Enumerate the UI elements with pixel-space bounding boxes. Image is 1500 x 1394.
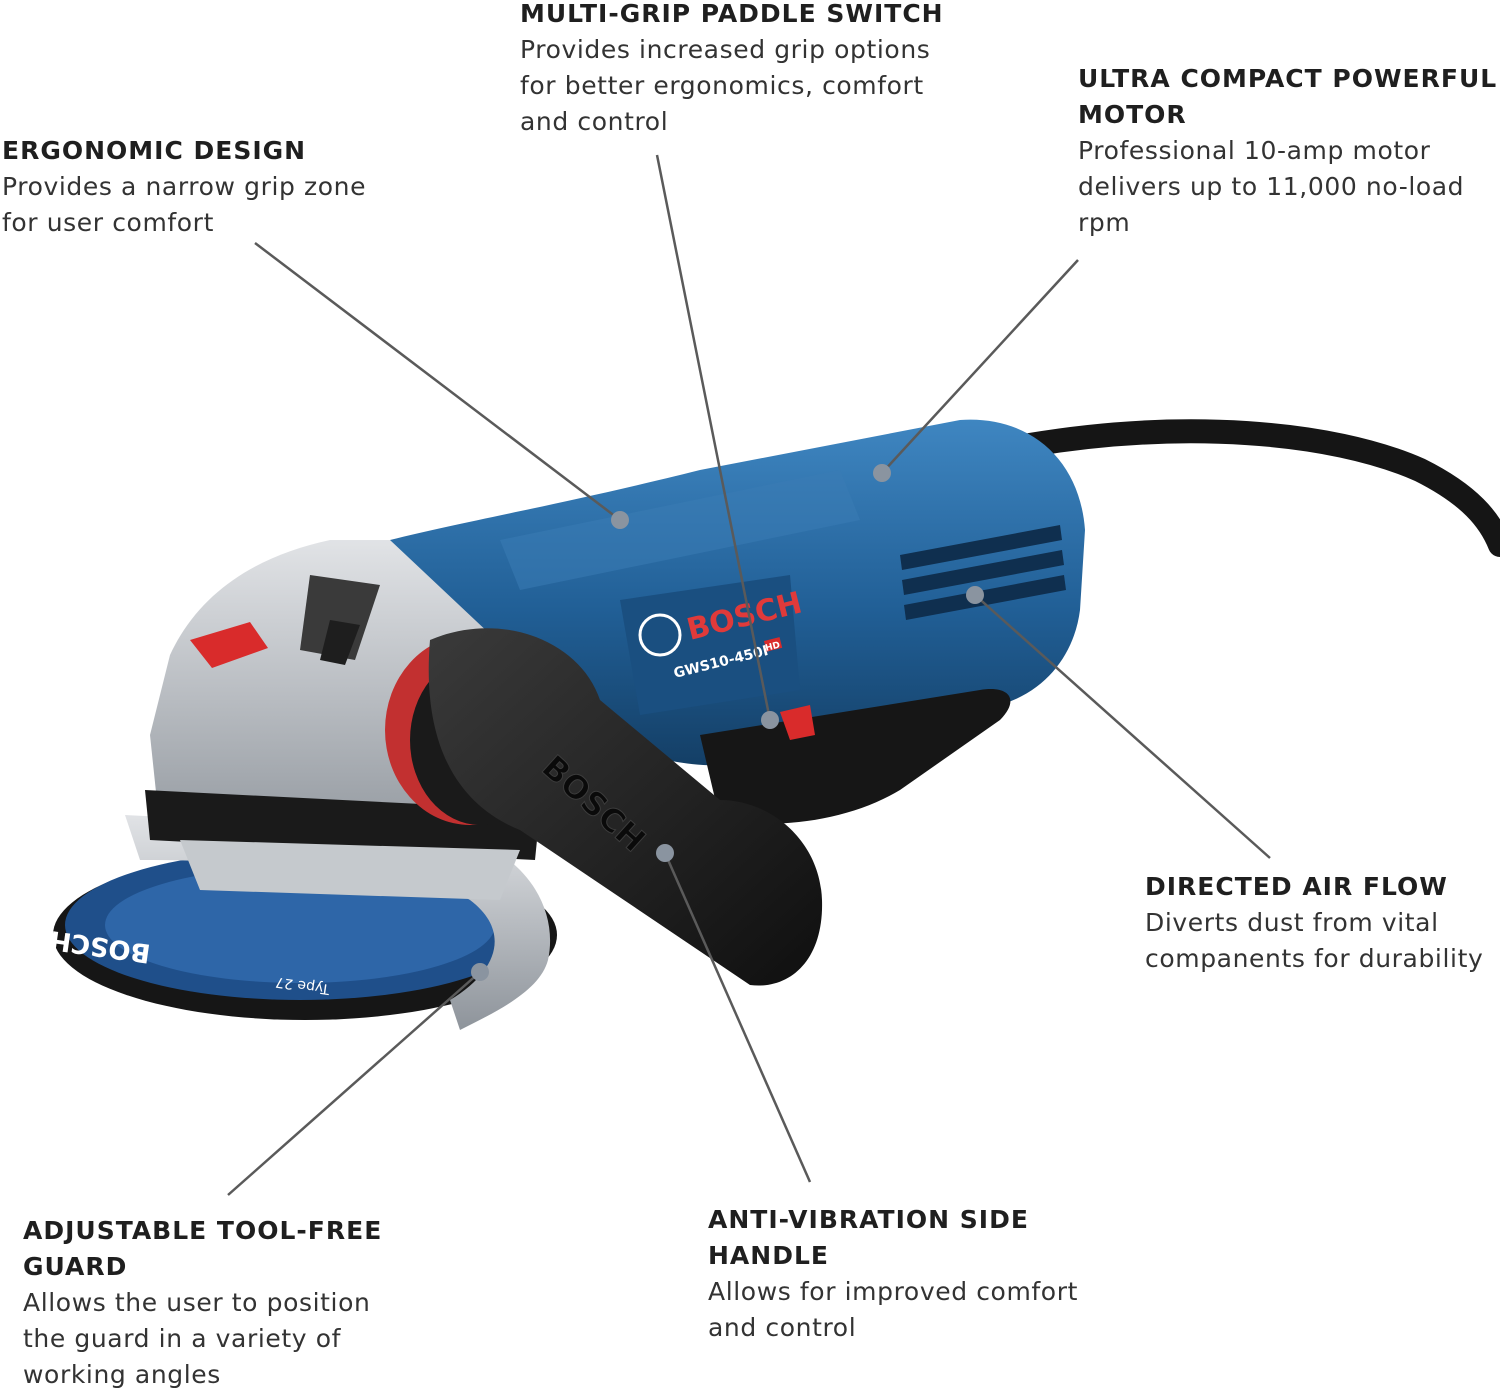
callout-line: for user comfort (2, 208, 214, 237)
bosch-logo-circle (638, 613, 682, 657)
callout-line: the guard in a variety of (23, 1324, 342, 1353)
callout-line: rpm (1078, 208, 1131, 237)
callout-guard: ADJUSTABLE TOOL-FREE GUARD Allows the us… (23, 1213, 443, 1393)
spindle-lock-button (190, 622, 268, 668)
callout-line: Professional 10-amp motor (1078, 136, 1431, 165)
callout-ergonomic: ERGONOMIC DESIGN Provides a narrow grip … (2, 133, 422, 241)
side-handle: BOSCH (385, 628, 823, 986)
callout-line: and control (708, 1313, 857, 1342)
leader-paddle (655, 154, 772, 721)
dot-guard (471, 963, 489, 981)
callout-line: Allows for improved comfort (708, 1277, 1078, 1306)
callout-line: Allows the user to position (23, 1288, 371, 1317)
dot-handle (656, 844, 674, 862)
dot-airflow (966, 586, 984, 604)
callout-title-line: GUARD (23, 1252, 128, 1281)
callout-title: DIRECTED AIR FLOW (1145, 872, 1448, 901)
dot-paddle (761, 711, 779, 729)
callout-title-line: ANTI-VIBRATION SIDE (708, 1205, 1029, 1234)
callout-line: for better ergonomics, comfort (520, 71, 924, 100)
callout-title: ERGONOMIC DESIGN (2, 136, 307, 165)
callout-line: Provides a narrow grip zone (2, 172, 367, 201)
callout-title-line: ULTRA COMPACT POWERFUL (1078, 64, 1498, 93)
callout-line: working angles (23, 1360, 221, 1389)
callout-line: and control (520, 107, 669, 136)
callout-title-line: MOTOR (1078, 100, 1187, 129)
leader-guard (227, 971, 481, 1196)
callout-title: MULTI-GRIP PADDLE SWITCH (520, 0, 944, 28)
callout-title-line: HANDLE (708, 1241, 829, 1270)
dot-motor (873, 464, 891, 482)
callout-side-handle: ANTI-VIBRATION SIDE HANDLE Allows for im… (708, 1202, 1128, 1346)
callout-motor: ULTRA COMPACT POWERFUL MOTOR Professiona… (1078, 61, 1498, 241)
callout-line: delivers up to 11,000 no-load (1078, 172, 1465, 201)
leader-airflow (974, 594, 1271, 859)
air-vents (900, 525, 1066, 620)
paddle-lock-red (780, 705, 815, 740)
dot-ergonomic (611, 511, 629, 529)
housing-badge-label: HD (764, 641, 781, 654)
leader-lines (227, 154, 1271, 1196)
callout-line: Provides increased grip options (520, 35, 931, 64)
leader-ergonomic (254, 242, 621, 521)
callout-line: Diverts dust from vital (1145, 908, 1439, 937)
leader-motor (881, 259, 1079, 474)
leader-dots (471, 464, 984, 981)
callout-paddle-switch: MULTI-GRIP PADDLE SWITCH Provides increa… (520, 0, 980, 140)
disc-type-label: Type 27 (274, 973, 331, 997)
leader-handle (663, 852, 812, 1183)
callout-airflow: DIRECTED AIR FLOW Diverts dust from vita… (1145, 869, 1499, 977)
callout-title-line: ADJUSTABLE TOOL-FREE (23, 1216, 383, 1245)
power-cord (1018, 419, 1500, 557)
callout-line: companents for durability (1145, 944, 1484, 973)
